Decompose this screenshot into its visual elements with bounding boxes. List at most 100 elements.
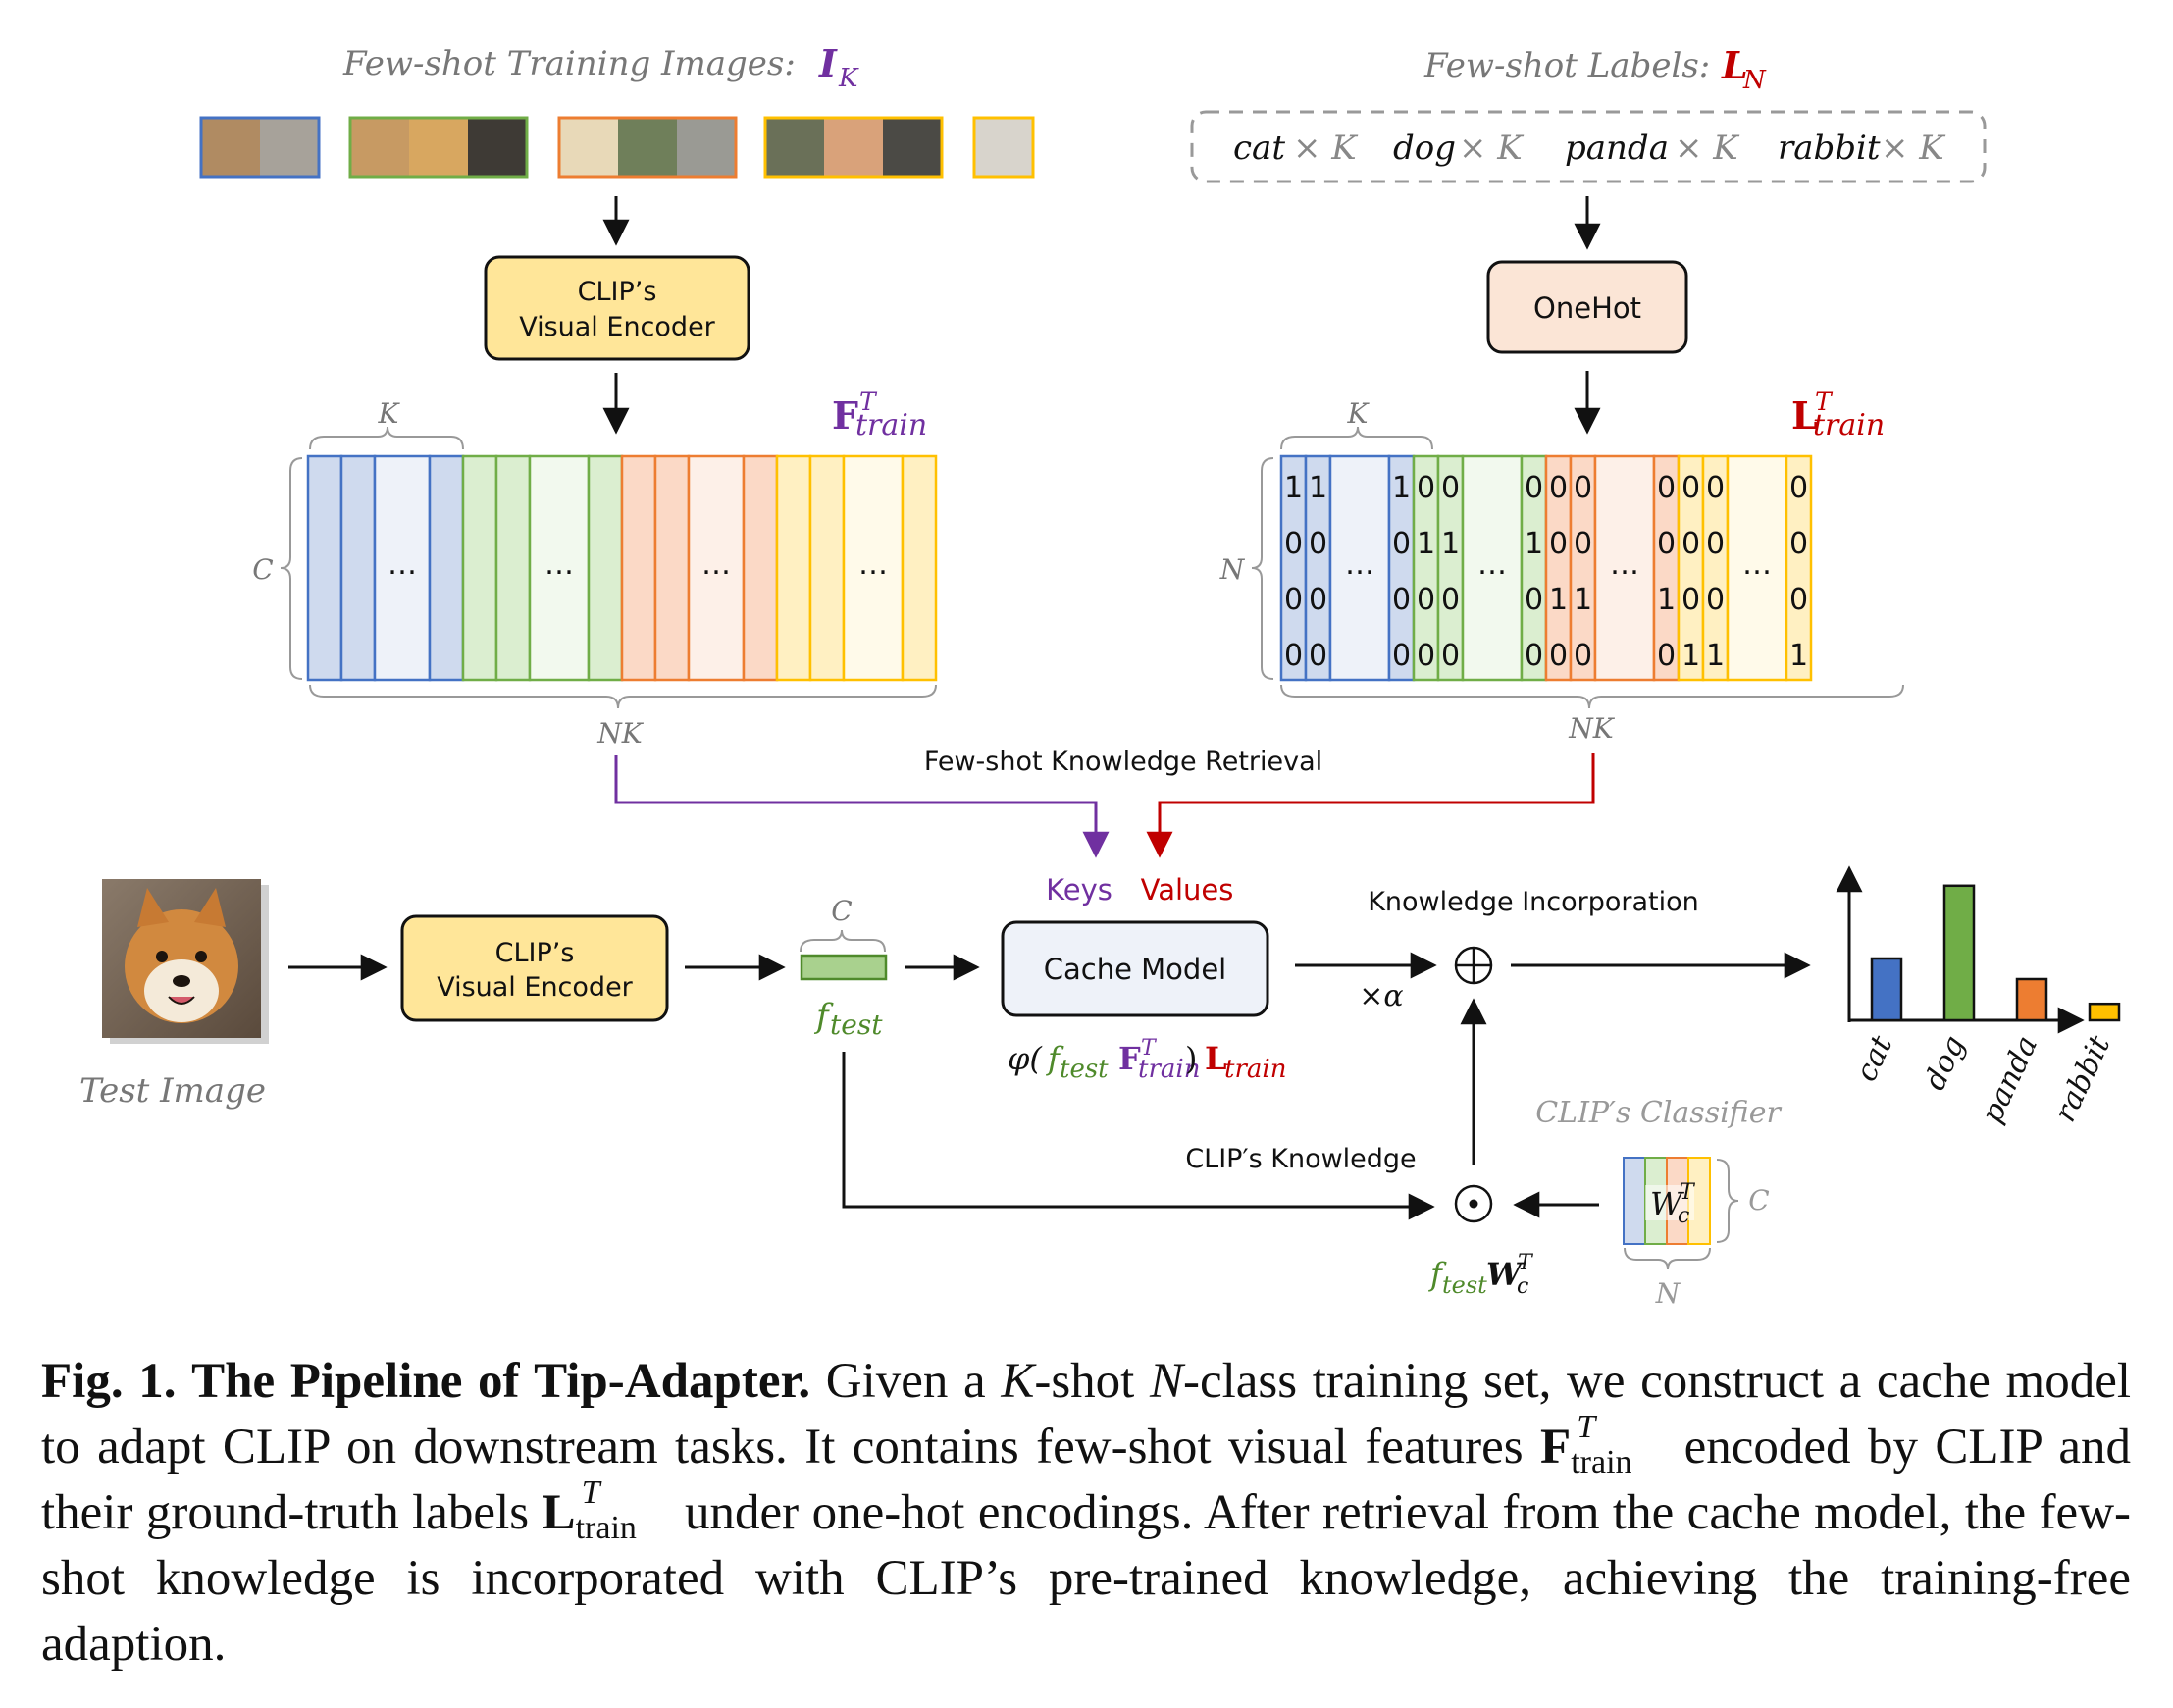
onehot-bit: 0 — [1309, 583, 1327, 617]
svg-text:K: K — [1347, 397, 1371, 430]
clip-knowledge-connector — [842, 1052, 1435, 1220]
onehot-ellipsis: … — [1742, 547, 1772, 582]
onehot-bit: 0 — [1789, 527, 1808, 561]
svg-text:K: K — [378, 397, 401, 430]
features-sup: T — [859, 388, 878, 416]
feature-group-dog: … — [461, 454, 624, 682]
svg-text:× K: × K — [1881, 129, 1946, 168]
onehot-bit: 0 — [1392, 527, 1411, 561]
svg-text:C: C — [252, 553, 273, 586]
onehot-bit: 0 — [1789, 583, 1808, 617]
onehot-ellipsis: … — [1477, 547, 1507, 582]
onehot-bit: 0 — [1441, 639, 1460, 673]
svg-text:rabbit: rabbit — [1778, 129, 1881, 168]
cache-formula: φ( f test F T train ) L train — [1008, 1036, 1286, 1084]
onehot-bit: 0 — [1549, 527, 1568, 561]
caption-n: N — [1149, 1354, 1183, 1409]
svg-text:dog: dog — [1393, 129, 1456, 168]
onehot-bit: 0 — [1392, 639, 1411, 673]
onehot-bit: 0 — [1525, 639, 1543, 673]
feature-group-cat: … — [306, 454, 465, 682]
onehot-bit: 0 — [1417, 639, 1435, 673]
onehot-bit: 0 — [1574, 471, 1592, 505]
ftest-label-sub: test — [830, 1009, 883, 1041]
svg-text:train: train — [1224, 1055, 1286, 1084]
onehot-bit: 1 — [1284, 471, 1303, 505]
onehot-column-cat: … — [1328, 454, 1391, 682]
svg-text:…: … — [858, 547, 888, 582]
svg-text:test: test — [1442, 1271, 1487, 1299]
features-symbol: F — [832, 393, 858, 438]
svg-text:Visual Encoder: Visual Encoder — [437, 972, 633, 1003]
svg-text:× K: × K — [1459, 129, 1525, 168]
classifier-label: CLIP′s Classifier — [1535, 1096, 1782, 1130]
labels-symbol: L — [1721, 43, 1748, 87]
plus-operator — [1454, 946, 1493, 985]
onehot-bit: 0 — [1392, 583, 1411, 617]
onehot-bit: 0 — [1417, 583, 1435, 617]
feature-matrix: … … … … — [306, 454, 938, 682]
onehot-bit: 0 — [1574, 527, 1592, 561]
alpha-label: ×α — [1359, 979, 1403, 1013]
keys-label: Keys — [1046, 873, 1112, 906]
caption-text-4: encoded by CLIP and their ground-truth l… — [41, 1420, 2132, 1540]
values-label: Values — [1141, 873, 1234, 906]
onehot-bit: 0 — [1706, 527, 1725, 561]
tick-label-rabbit: rabbit — [2048, 1030, 2118, 1127]
top-visual-encoder-box: CLIP’s Visual Encoder — [484, 255, 750, 361]
onehot-bit: 0 — [1284, 527, 1303, 561]
svg-text:Cache Model: Cache Model — [1044, 953, 1226, 986]
svg-text:C: C — [1748, 1184, 1769, 1216]
svg-text:T: T — [1141, 1036, 1158, 1061]
onehot-bit: 0 — [1441, 583, 1460, 617]
onehot-bit: 0 — [1549, 471, 1568, 505]
svg-text:…: … — [701, 547, 731, 582]
test-image — [102, 879, 269, 1044]
label-dog: dog × K — [1393, 129, 1525, 168]
clip-knowledge-label: CLIP′s Knowledge — [1185, 1144, 1416, 1174]
onehot-bit: 0 — [1789, 471, 1808, 505]
bar-rabbit — [2088, 1002, 2121, 1022]
onehot-ellipsis: … — [1610, 547, 1639, 582]
bar-cat — [1870, 957, 1903, 1022]
onehot-bit: 0 — [1525, 471, 1543, 505]
labels-matrix-symbol: L — [1791, 393, 1818, 438]
dog-thumbnails — [348, 116, 529, 179]
onehot-bit: 0 — [1309, 639, 1327, 673]
rabbit-thumbnails — [763, 116, 1035, 179]
tick-label-dog: dog — [1918, 1031, 1973, 1096]
onehot-column-cat: 1 0 0 0 — [1387, 454, 1416, 682]
panda-thumbnails — [557, 116, 738, 179]
onehot-bit: 0 — [1657, 471, 1676, 505]
feature-group-panda: … — [620, 454, 779, 682]
svg-text:NK: NK — [596, 717, 645, 750]
label-list-box: cat × K dog × K panda × K rabbit × K — [1190, 110, 1987, 183]
svg-text:F: F — [1118, 1040, 1141, 1077]
onehot-bit: 0 — [1706, 583, 1725, 617]
svg-text:NK: NK — [1568, 712, 1616, 745]
onehot-bit: 1 — [1392, 471, 1411, 505]
caption-text-2: -shot — [1034, 1354, 1135, 1409]
feature-c-brace: C — [252, 457, 303, 680]
svg-text:L: L — [1205, 1040, 1227, 1077]
svg-text:panda: panda — [1565, 129, 1669, 168]
onehot-bit: 0 — [1525, 583, 1543, 617]
onehot-bit: 0 — [1657, 639, 1676, 673]
svg-text:W: W — [1486, 1256, 1525, 1293]
label-rabbit: rabbit × K — [1778, 129, 1946, 168]
values-connector — [1146, 753, 1595, 858]
onehot-box: OneHot — [1486, 260, 1688, 354]
onehot-k-brace: K — [1280, 397, 1433, 450]
classifier-c-brace: C — [1716, 1159, 1770, 1243]
clip-product-formula: f test W c T — [1428, 1251, 1534, 1299]
svg-text:C: C — [831, 895, 852, 927]
ftest-c-brace: C — [800, 895, 886, 953]
dot-operator — [1454, 1184, 1493, 1223]
onehot-bit: 0 — [1681, 527, 1700, 561]
